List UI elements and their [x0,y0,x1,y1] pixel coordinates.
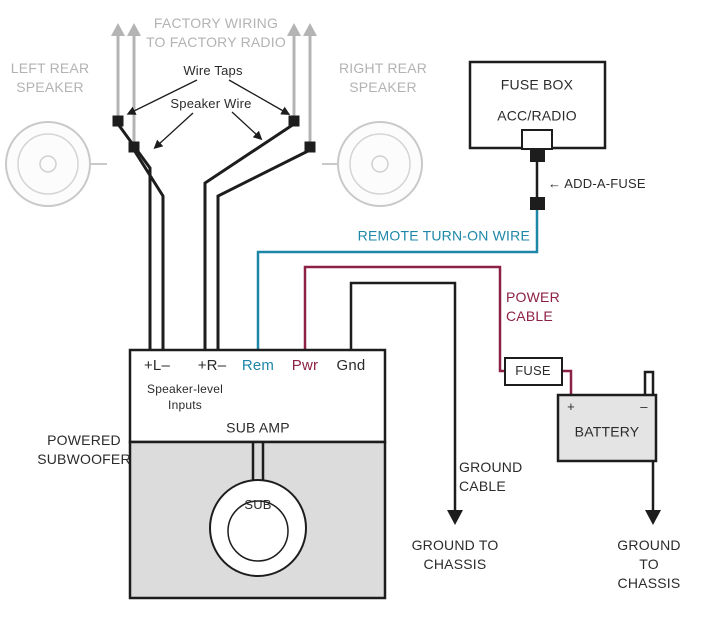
ground-cable-wire [349,281,463,525]
label-pointer-arrows [126,79,291,150]
right-speaker-icon [322,121,423,207]
speaker-wire-label: Speaker Wire [170,96,252,112]
ground-to-chassis-left-label: GROUND TO CHASSIS [411,537,499,572]
left-speaker-icon [5,121,107,207]
speaker-wires [116,122,311,350]
battery-box [556,393,658,463]
amp-terminal-remote: Rem [241,356,275,374]
fuse-box-title: FUSE BOX [500,76,574,93]
amp-terminal-ground: Gnd [336,356,366,374]
factory-wiring-arrows [111,23,317,152]
ground-to-chassis-right-label: GROUND TO CHASSIS [617,537,681,591]
speaker-level-inputs-label: Speaker-level Inputs [147,381,223,412]
power-cable-wire [303,265,573,395]
ground-cable-label: GROUND CABLE [459,459,523,494]
add-a-fuse-label: ← ADD-A-FUSE [548,176,646,192]
remote-turn-on-wire [256,210,539,350]
inline-fuse-label: FUSE [515,363,551,379]
right-rear-speaker-label: RIGHT REAR SPEAKER [338,60,428,95]
factory-wiring-label: FACTORY WIRING TO FACTORY RADIO [146,15,286,50]
add-a-fuse-bottom-icon [530,197,545,210]
amp-terminal-power: Pwr [291,356,319,374]
wire-tap-icons [112,115,316,153]
remote-turn-on-label: REMOTE TURN-ON WIRE [357,227,530,244]
sub-amp-label: SUB AMP [226,419,290,436]
left-rear-speaker-label: LEFT REAR SPEAKER [10,60,90,95]
fuse-box [468,60,607,210]
battery-label: BATTERY [574,423,640,440]
inline-fuse-box [504,357,563,386]
acc-radio-label: ACC/RADIO [497,107,577,124]
add-a-fuse-top-icon [530,149,545,162]
amp-terminal-right-input: +R– [197,356,227,374]
fuse-slot-icon [521,129,553,150]
sub-leads [251,442,265,480]
powered-subwoofer-label: POWERED SUBWOOFER [37,432,131,467]
wire-taps-label: Wire Taps [183,63,243,79]
battery-plus-label: + [567,399,575,415]
sub-label: SUB [244,497,272,513]
battery-minus-label: – [640,399,648,415]
subwoofer-icon [209,479,307,577]
power-cable-label: POWER CABLE [506,289,560,324]
amp-terminal-left-input: +L– [143,356,171,374]
